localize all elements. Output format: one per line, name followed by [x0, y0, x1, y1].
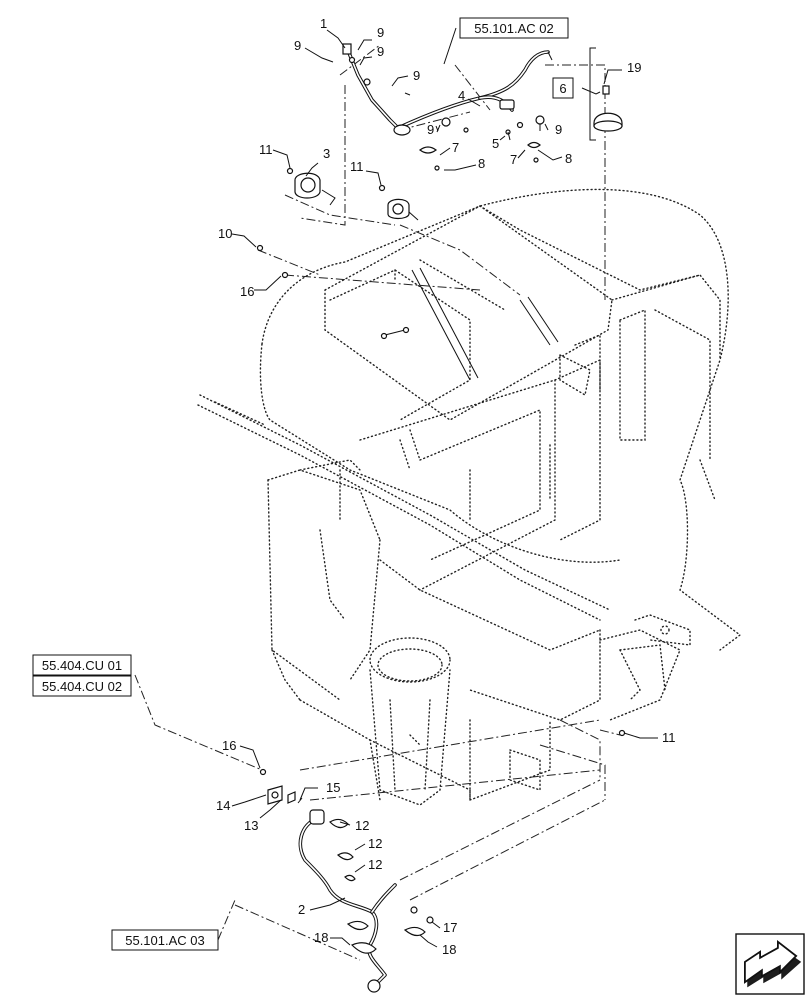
callout-18: 18: [442, 942, 456, 957]
callout-10: 10: [218, 226, 232, 241]
callout-18: 18: [314, 930, 328, 945]
ref-bottom-leader: [217, 899, 236, 941]
callout-19: 19: [627, 60, 641, 75]
callout-16: 16: [222, 738, 236, 753]
callout-9: 9: [377, 44, 384, 59]
callout-13: 13: [244, 818, 258, 833]
callout-5: 5: [492, 136, 499, 151]
callout-7: 7: [452, 140, 459, 155]
callout-9: 9: [427, 122, 434, 137]
lower-harness: [297, 797, 434, 993]
callout-3: 3: [323, 146, 330, 161]
callout-2: 2: [298, 902, 305, 917]
callout-9: 9: [294, 38, 301, 53]
callout-12: 12: [368, 836, 382, 851]
ref-bottom-harness[interactable]: 55.101.AC 03: [111, 929, 219, 951]
callout-15: 15: [326, 780, 340, 795]
ref-label: 55.404.CU 02: [42, 679, 122, 694]
callout-9: 9: [377, 25, 384, 40]
mounting-bracket: [259, 729, 626, 805]
callout-8: 8: [478, 156, 485, 171]
callout-17: 17: [443, 920, 457, 935]
callout-leader-lines: [231, 27, 658, 948]
ref-item-6: 6: [552, 77, 574, 99]
callout-4: 4: [458, 88, 465, 103]
grain-tank-body: [197, 188, 742, 806]
callout-11: 11: [662, 730, 676, 745]
ref-label: 55.101.AC 02: [474, 21, 554, 36]
ref-left-upper[interactable]: 55.404.CU 01: [32, 654, 132, 676]
upper-harness: [342, 43, 553, 136]
callout-numbers: 1 9 9 9 9 4 9 9 5 7 7 8 8 11 3 11 10 16 …: [216, 16, 676, 957]
sensor-brackets: [256, 167, 419, 279]
callout-14: 14: [216, 798, 230, 813]
ref-label: 55.404.CU 01: [42, 658, 122, 673]
next-page-arrow-icon[interactable]: [735, 933, 805, 995]
callout-9: 9: [413, 68, 420, 83]
assembly-leader-lines: [134, 44, 621, 961]
callout-12: 12: [355, 818, 369, 833]
callout-12: 12: [368, 857, 382, 872]
ref-left-lower[interactable]: 55.404.CU 02: [32, 675, 132, 697]
callout-16: 16: [240, 284, 254, 299]
callout-11: 11: [259, 142, 273, 157]
upper-cover-details: [380, 267, 559, 381]
callout-7: 7: [510, 152, 517, 167]
clips-top: [404, 92, 545, 171]
ref-top-harness[interactable]: 55.101.AC 02: [459, 17, 569, 39]
ref-label: 6: [559, 81, 566, 96]
callout-11: 11: [350, 159, 364, 174]
ref-label: 55.101.AC 03: [125, 933, 205, 948]
callout-9: 9: [555, 122, 562, 137]
beacon-assembly: [589, 47, 623, 141]
callout-8: 8: [565, 151, 572, 166]
callout-1: 1: [320, 16, 327, 31]
